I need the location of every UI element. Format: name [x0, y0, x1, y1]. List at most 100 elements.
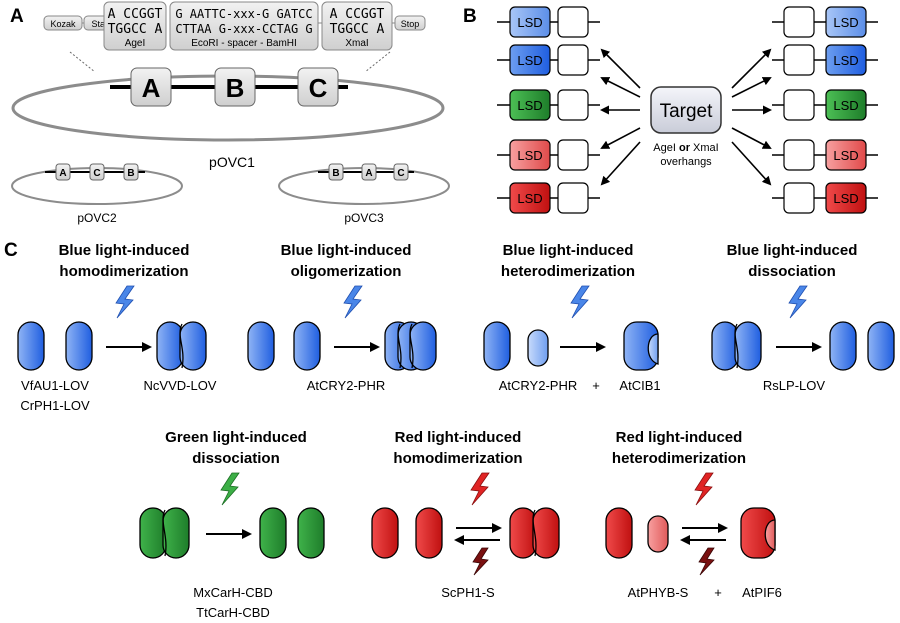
mode4-label: RsLP-LOV — [763, 378, 825, 393]
svg-text:TGGCC A: TGGCC A — [108, 22, 163, 37]
lsd-construct-right-1: LSD — [772, 6, 878, 38]
mode3-label-2: AtCIB1 — [619, 378, 660, 393]
mode2-title1: Blue light-induced — [281, 242, 412, 259]
panel-c-label: C — [4, 240, 18, 261]
mode2-label: AtCRY2-PHR — [307, 378, 386, 393]
mode1-label-2: CrPH1-LOV — [20, 398, 90, 413]
panel-a-label: A — [10, 6, 24, 27]
mode3-diagram — [483, 285, 659, 371]
svg-text:B: B — [332, 168, 339, 179]
mode7-plus: + — [714, 585, 722, 600]
mode4-title2: dissociation — [748, 263, 836, 280]
mode4-diagram — [711, 285, 895, 371]
mode5-title1: Green light-induced — [165, 429, 307, 446]
svg-text:AgeI: AgeI — [125, 38, 146, 49]
mode3-plus: + — [592, 378, 600, 393]
mode3-label-1: AtCRY2-PHR — [499, 378, 578, 393]
mode1-label-3: NcVVD-LOV — [144, 378, 217, 393]
svg-text:C: C — [397, 168, 404, 179]
xmaI-site-box: A CCGGT TGGCC A XmaI — [321, 1, 393, 51]
lsd-construct-left-3: LSD — [497, 89, 600, 121]
mode5-label-1: MxCarH-CBD — [193, 585, 272, 600]
mode3-title1: Blue light-induced — [503, 242, 634, 259]
pOVC3-module-1: B — [328, 163, 344, 181]
lsd-construct-left-1: LSD — [497, 6, 600, 38]
module-b: B — [214, 67, 256, 107]
svg-text:B: B — [127, 168, 134, 179]
mode1-label-1: VfAU1-LOV — [21, 378, 89, 393]
blue-light-bolt-icon — [788, 285, 808, 319]
lsd-label: LSD — [833, 191, 858, 206]
ecori-bamhi-site-box: G AATTC-xxx-G GATCC CTTAA G-xxx-CCTAG G … — [169, 1, 319, 51]
far-red-light-bolt-icon — [472, 547, 489, 576]
pOVC3-label: pOVC3 — [344, 211, 384, 225]
lsd-construct-right-2: LSD — [772, 44, 878, 76]
pOVC3-module-3: C — [393, 163, 409, 181]
mode1-diagram — [17, 285, 207, 371]
svg-text:A CCGGT: A CCGGT — [108, 7, 163, 22]
target-arrows — [600, 48, 772, 186]
far-red-light-bolt-icon — [698, 547, 715, 576]
mode5-title2: dissociation — [192, 450, 280, 467]
lsd-label: LSD — [833, 15, 858, 30]
blue-light-bolt-icon — [343, 285, 363, 319]
stop-tag: Stop — [394, 15, 426, 31]
mode7-title2: heterodimerization — [612, 450, 746, 467]
mode2-title2: oligomerization — [291, 263, 402, 280]
lsd-label: LSD — [517, 98, 542, 113]
pOVC3-module-2: A — [361, 163, 377, 181]
lsd-label: LSD — [517, 191, 542, 206]
mode6-title1: Red light-induced — [395, 429, 522, 446]
svg-text:Target: Target — [660, 101, 714, 122]
svg-text:B: B — [226, 73, 245, 103]
pOVC2-module-1: A — [55, 163, 71, 181]
lsd-construct-left-5: LSD — [497, 182, 600, 214]
lsd-construct-right-5: LSD — [772, 182, 878, 214]
mode5-diagram — [139, 472, 325, 559]
svg-text:C: C — [309, 73, 328, 103]
lsd-label: LSD — [517, 15, 542, 30]
pOVC2-label: pOVC2 — [77, 211, 117, 225]
mode7-title1: Red light-induced — [616, 429, 743, 446]
pOVC1-label: pOVC1 — [209, 154, 255, 170]
blue-light-bolt-icon — [115, 285, 135, 319]
lsd-construct-right-4: LSD — [772, 139, 878, 171]
overhang-caption-line2: overhangs — [660, 156, 712, 168]
lsd-label: LSD — [833, 53, 858, 68]
blue-light-bolt-icon — [570, 285, 590, 319]
red-light-bolt-icon — [470, 472, 490, 506]
svg-text:A: A — [59, 168, 66, 179]
svg-text:Kozak: Kozak — [50, 19, 76, 29]
lsd-label: LSD — [517, 148, 542, 163]
mode1-title1: Blue light-induced — [59, 242, 190, 259]
mode5-label-2: TtCarH-CBD — [196, 605, 270, 620]
svg-text:G AATTC-xxx-G GATCC: G AATTC-xxx-G GATCC — [175, 7, 312, 21]
panel-b-label: B — [463, 6, 477, 27]
module-c: C — [297, 67, 339, 107]
svg-text:A: A — [365, 168, 372, 179]
red-light-bolt-icon — [694, 472, 714, 506]
lsd-construct-right-3: LSD — [772, 89, 878, 121]
svg-text:EcoRI - spacer - BamHI: EcoRI - spacer - BamHI — [191, 38, 297, 49]
mode7-diagram — [605, 472, 776, 576]
mode1-title2: homodimerization — [59, 263, 188, 280]
svg-text:TGGCC A: TGGCC A — [330, 22, 385, 37]
mode2-diagram — [247, 285, 437, 371]
lsd-label: LSD — [833, 148, 858, 163]
svg-text:A CCGGT: A CCGGT — [330, 7, 385, 22]
mode6-title2: homodimerization — [393, 450, 522, 467]
kozak-tag: Kozak — [43, 15, 83, 31]
mode6-label: ScPH1-S — [441, 585, 495, 600]
lsd-label: LSD — [833, 98, 858, 113]
svg-text:C: C — [93, 168, 100, 179]
svg-text:XmaI: XmaI — [345, 38, 368, 49]
lsd-label: LSD — [517, 53, 542, 68]
ageI-site-box: A CCGGT TGGCC A AgeI — [103, 1, 167, 51]
mode7-label-1: AtPHYB-S — [628, 585, 689, 600]
pOVC2-module-3: B — [123, 163, 139, 181]
target-box: Target — [650, 86, 722, 134]
mode6-diagram — [371, 472, 560, 576]
mode3-title2: heterodimerization — [501, 263, 635, 280]
lsd-construct-left-4: LSD — [497, 139, 600, 171]
